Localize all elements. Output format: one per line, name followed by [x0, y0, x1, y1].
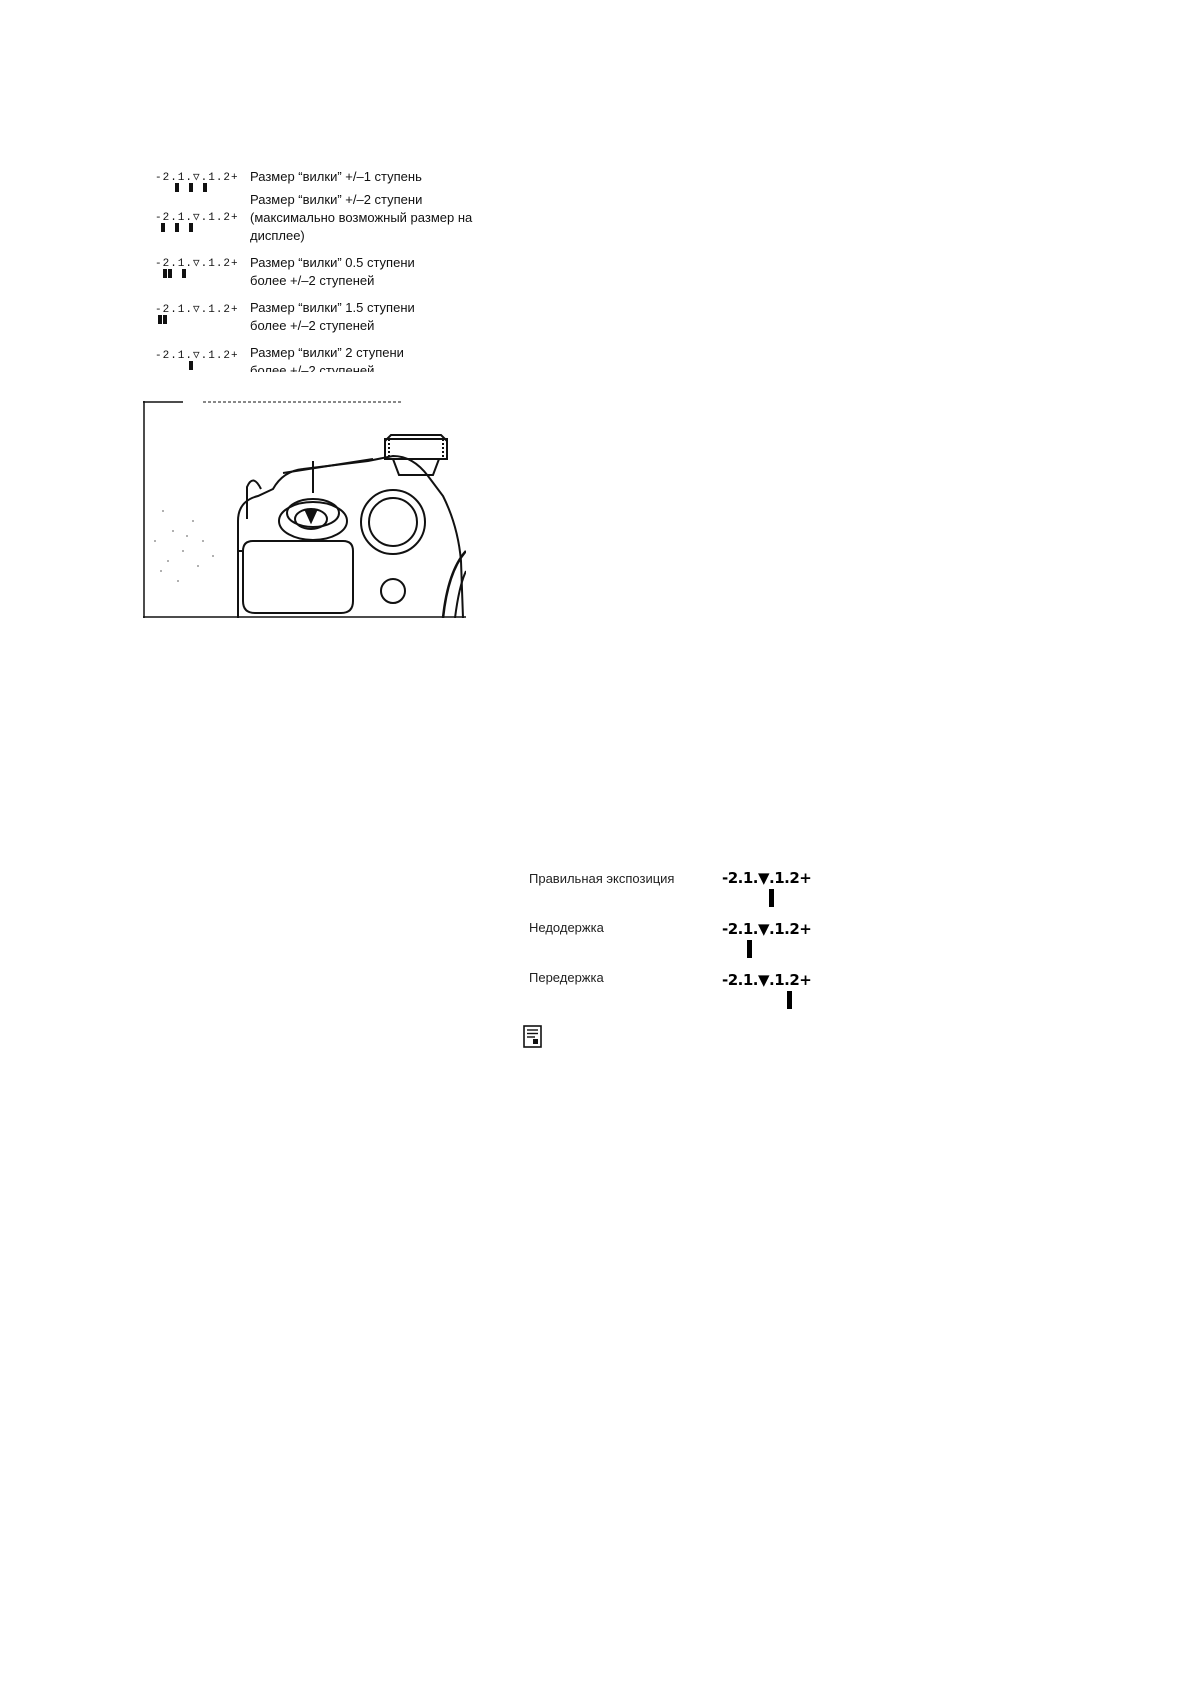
bracket-bar: [182, 269, 186, 278]
bracket-desc-1: Размер “вилки” +/–1 ступень: [250, 168, 422, 186]
memo-icon: [523, 1025, 542, 1048]
bracket-desc-line: более +/–2 ступеней: [250, 273, 375, 288]
bracket-scale-1: -2.1.▽.1.2+: [155, 172, 239, 184]
exposure-scale-correct: -2.1.▼.1.2+: [722, 869, 812, 887]
bracket-scale-4: -2.1.▽.1.2+: [155, 304, 239, 316]
bracket-desc-line: Размер “вилки” +/–2 ступени: [250, 192, 423, 207]
bracket-desc-line: Размер “вилки” 0.5 ступени: [250, 255, 415, 270]
bracket-bar: [161, 223, 165, 232]
exposure-label-correct: Правильная экспозиция: [529, 871, 675, 886]
bracket-bar: [189, 183, 193, 192]
bracket-bar: [163, 269, 167, 278]
bracket-bar: [175, 183, 179, 192]
bracket-desc-3: Размер “вилки” 0.5 ступени более +/–2 ст…: [250, 254, 415, 290]
exposure-indicator-correct: [769, 889, 774, 907]
bracket-desc-line: Размер “вилки” 1.5 ступени: [250, 300, 415, 315]
bracket-bar: [203, 183, 207, 192]
bracket-bar: [189, 223, 193, 232]
bracket-desc-5: Размер “вилки” 2 ступени более +/–2 ступ…: [250, 344, 404, 372]
bracket-bar: [175, 223, 179, 232]
exposure-label-under: Недодержка: [529, 920, 604, 935]
bracket-desc-line: Размер “вилки” 2 ступени: [250, 345, 404, 360]
camera-illustration: [143, 401, 466, 618]
exposure-scale-over: -2.1.▼.1.2+: [722, 971, 812, 989]
exposure-label-over: Передержка: [529, 970, 604, 985]
exposure-indicator-over: [787, 991, 792, 1009]
bracket-bar: [168, 269, 172, 278]
bracket-desc-line: дисплее): [250, 228, 305, 243]
bracket-desc-4: Размер “вилки” 1.5 ступени более +/–2 ст…: [250, 299, 415, 335]
bracket-scale-5: -2.1.▽.1.2+: [155, 350, 239, 362]
bracket-bar: [158, 315, 162, 324]
bracket-scale-3: -2.1.▽.1.2+: [155, 258, 239, 270]
bracket-desc-line: Размер “вилки” +/–1 ступень: [250, 169, 422, 184]
exposure-scale-under: -2.1.▼.1.2+: [722, 920, 812, 938]
bracket-bar: [189, 361, 193, 370]
bracket-bar: [163, 315, 167, 324]
bracket-scale-2: -2.1.▽.1.2+: [155, 212, 239, 224]
bracket-desc-2: Размер “вилки” +/–2 ступени (максимально…: [250, 191, 472, 245]
bracket-desc-line: более +/–2 ступеней: [250, 363, 375, 372]
exposure-indicator-under: [747, 940, 752, 958]
bracket-desc-line: (максимально возможный размер на: [250, 210, 473, 225]
bracket-desc-line: более +/–2 ступеней: [250, 318, 375, 333]
